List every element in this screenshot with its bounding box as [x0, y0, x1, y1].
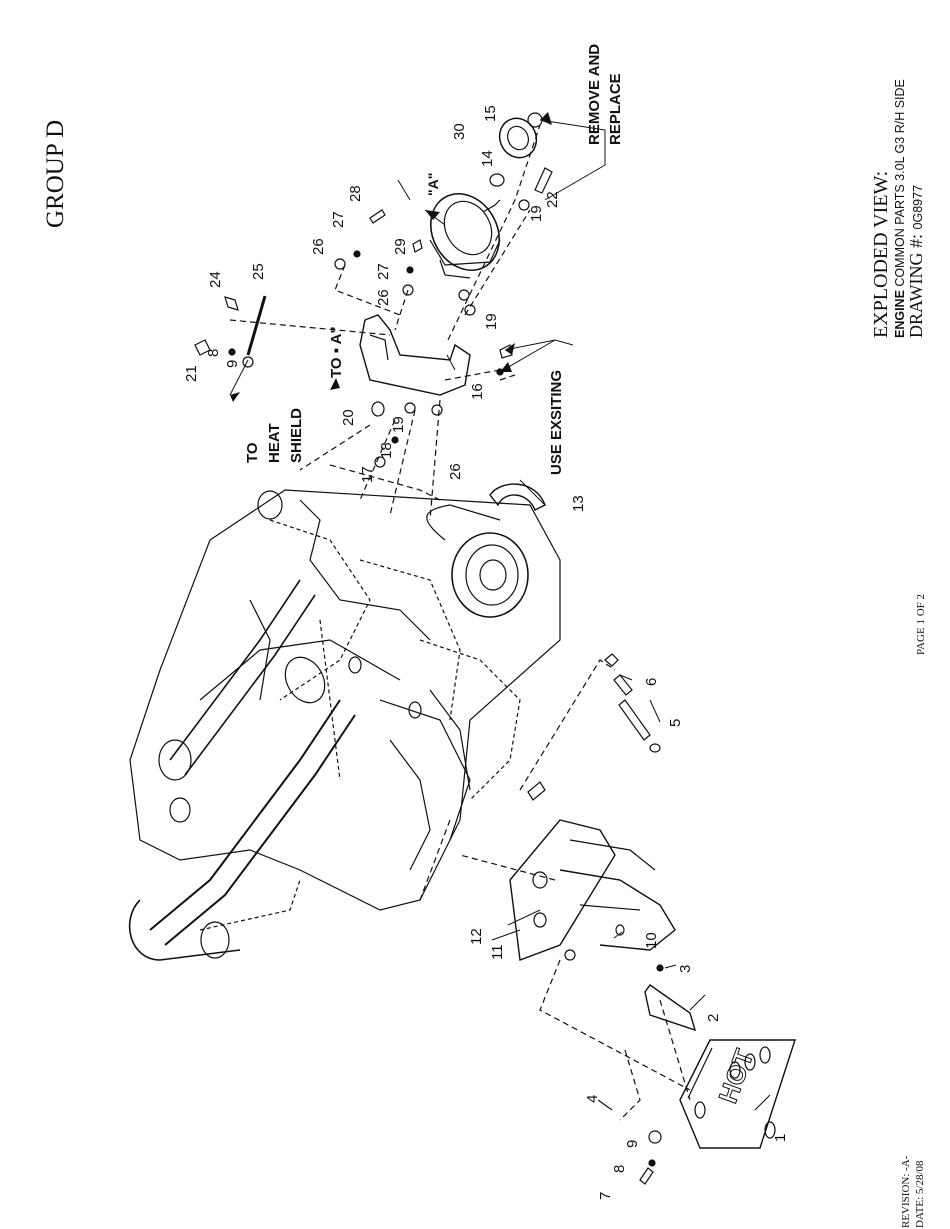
callout-26a: 26 — [310, 238, 327, 255]
callout-8a: 8 — [611, 1165, 628, 1173]
bracket-16 — [359, 314, 471, 396]
callout-26b: 26 — [375, 289, 392, 306]
callout-25: 25 — [250, 263, 267, 280]
callout-29: 29 — [392, 238, 409, 255]
callout-30: 30 — [451, 123, 468, 140]
callout-22: 22 — [544, 191, 561, 208]
callout-27b: 27 — [375, 263, 392, 280]
callout-9a: 9 — [624, 1140, 641, 1148]
callout-3: 3 — [677, 965, 694, 973]
callout-15: 15 — [482, 105, 499, 122]
callout-5: 5 — [667, 719, 684, 727]
callout-11: 11 — [489, 944, 506, 960]
callout-6: 6 — [643, 678, 660, 686]
callout-9b: 9 — [224, 360, 241, 368]
hot-plate-1 — [679, 1039, 796, 1149]
engine-block — [128, 489, 561, 961]
callout-20: 20 — [340, 409, 357, 426]
callout-14: 14 — [479, 150, 496, 167]
callout-16: 16 — [469, 383, 486, 400]
pulley-15 — [498, 117, 538, 159]
callout-18: 18 — [378, 442, 395, 459]
exhaust-manifold — [509, 819, 676, 961]
callout-12: 12 — [468, 928, 485, 945]
alternator — [429, 193, 501, 279]
callout-1: 1 — [772, 1134, 789, 1142]
callout-2: 2 — [705, 1014, 722, 1022]
arrows — [230, 112, 552, 402]
callout-4: 4 — [584, 1095, 601, 1103]
callout-19c: 19 — [528, 205, 545, 222]
hardware — [194, 199, 664, 1185]
callout-21: 21 — [183, 365, 200, 382]
callout-10: 10 — [643, 932, 660, 949]
callout-8b: 8 — [205, 349, 222, 357]
callout-labels: 1 2 3 4 5 6 7 8 9 10 11 12 13 14 15 16 1… — [183, 105, 789, 1200]
callout-7: 7 — [597, 1192, 614, 1200]
callout-26c: 26 — [447, 463, 464, 480]
heat-shield-2 — [644, 984, 697, 1032]
assembly-lines — [229, 124, 691, 1121]
rod-25 — [246, 295, 267, 356]
callout-24: 24 — [207, 271, 224, 288]
callout-28: 28 — [347, 185, 364, 202]
callout-27a: 27 — [330, 211, 347, 228]
callout-19b: 19 — [483, 313, 500, 330]
callout-17: 17 — [359, 466, 376, 483]
callout-19a: 19 — [390, 416, 407, 433]
callout-13: 13 — [570, 495, 587, 512]
hot-plate-text: HOT — [712, 1045, 759, 1107]
